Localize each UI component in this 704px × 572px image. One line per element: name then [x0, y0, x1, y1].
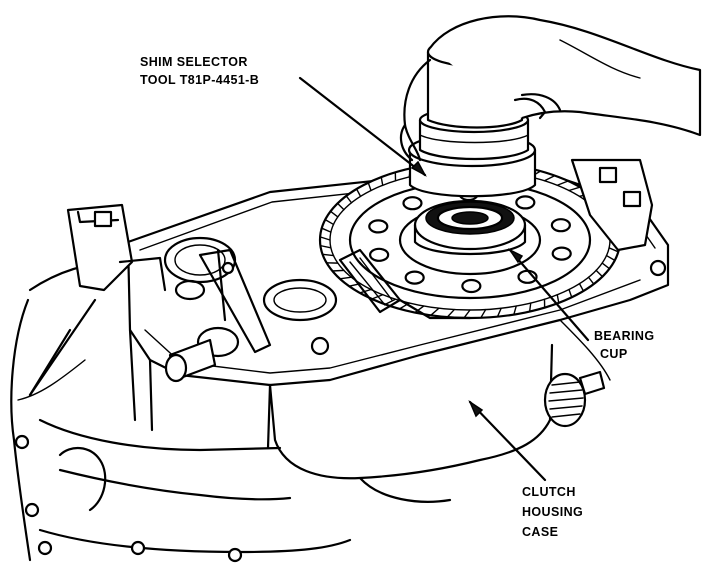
leader-clutch-housing	[468, 400, 547, 482]
gear-bolt-hole	[369, 247, 390, 262]
gear-bolt-hole	[402, 196, 423, 211]
technician-hand	[399, 15, 702, 162]
gear-tooth	[587, 276, 595, 285]
bearing-cup-label-line1: BEARING	[594, 329, 654, 343]
gear-tooth	[601, 262, 611, 270]
gear-tooth	[319, 236, 331, 241]
leader-left-2	[28, 328, 72, 397]
callout-bearing-cup: BEARING CUP	[594, 329, 654, 361]
gear-tooth	[321, 227, 332, 233]
output-shaft-seal	[543, 370, 606, 428]
gear-tooth	[355, 188, 362, 198]
gear-bolt-hole	[404, 270, 425, 285]
gear-tooth	[331, 269, 345, 272]
bearing-cup-label-line2: CUP	[600, 347, 628, 361]
case-lower-body	[128, 319, 611, 503]
gear-tooth	[359, 288, 372, 294]
gear-bolt-hole	[551, 246, 572, 261]
leader-shim-selector	[298, 76, 427, 177]
bearing-assembly	[413, 199, 527, 256]
leader-bearing-cup	[508, 248, 590, 342]
gear-tooth	[568, 186, 581, 192]
gear-bolt-hole	[461, 278, 482, 294]
gear-tooth	[329, 210, 339, 218]
gear-tooth	[384, 298, 397, 306]
gear-tooth	[568, 288, 573, 299]
pinion-gear	[338, 248, 472, 320]
gear-tooth	[528, 302, 532, 313]
gear-tooth	[595, 269, 604, 278]
arrow-shim-selector	[410, 160, 427, 177]
gear-tooth	[543, 174, 556, 182]
shift-linkage	[198, 248, 272, 354]
gear-tooth	[430, 307, 440, 316]
left-mount-bracket	[66, 203, 167, 292]
ring-gear-bolt-holes	[368, 186, 572, 294]
shim-selector-label-line1: SHIM SELECTOR	[140, 55, 248, 69]
shim-selector-label-line2: TOOL T81P-4451-B	[140, 73, 259, 87]
clutch-housing-label-line3: CASE	[522, 525, 558, 539]
gear-tooth	[319, 244, 332, 249]
gear-tooth	[556, 180, 569, 186]
gear-tooth	[480, 308, 487, 319]
gear-tooth	[513, 305, 517, 316]
gear-bolt-hole	[550, 218, 571, 233]
clutch-housing-label-line1: CLUTCH	[522, 485, 576, 499]
gear-tooth	[339, 276, 353, 280]
callout-clutch-housing: CLUTCH HOUSING CASE	[522, 485, 583, 539]
gear-bolt-hole	[368, 219, 389, 234]
gear-tooth	[371, 294, 384, 300]
right-mount-bracket	[570, 158, 667, 277]
gear-tooth	[608, 247, 619, 253]
arrow-clutch-housing	[468, 399, 484, 418]
callout-shim-selector: SHIM SELECTOR TOOL T81P-4451-B	[140, 55, 259, 87]
gear-tooth	[414, 305, 425, 314]
clutch-housing-label-line2: HOUSING	[522, 505, 583, 519]
gear-tooth	[380, 176, 384, 186]
gear-tooth	[345, 195, 353, 204]
breather-fitting	[164, 326, 240, 383]
gear-tooth	[578, 282, 585, 292]
gear-tooth	[367, 181, 372, 192]
gear-tooth	[336, 202, 345, 211]
gear-tooth	[446, 308, 456, 318]
gear-tooth	[324, 218, 335, 226]
arrow-bearing-cup	[507, 248, 524, 264]
clutch-housing-outline	[10, 260, 352, 563]
gear-tooth	[605, 254, 616, 262]
gear-bolt-hole	[515, 195, 536, 210]
gear-tooth	[556, 294, 560, 304]
gear-tooth	[463, 309, 471, 319]
leader-lines	[28, 76, 590, 482]
gear-tooth	[496, 307, 502, 318]
gear-tooth	[321, 253, 335, 257]
